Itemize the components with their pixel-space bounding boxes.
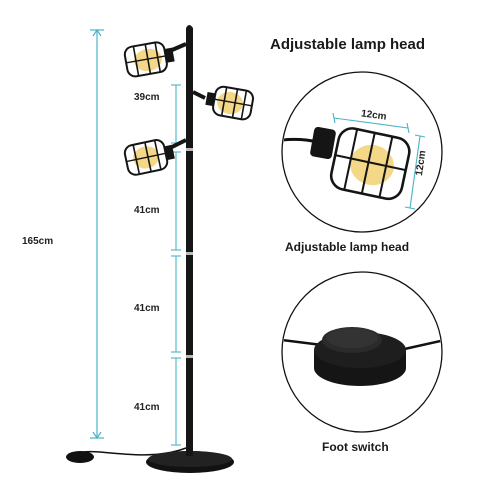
lamp-head-right (205, 85, 255, 121)
foot-switch-detail (281, 271, 443, 433)
foot-switch-small (66, 451, 94, 463)
lamp-head-caption: Adjustable lamp head (285, 240, 410, 254)
total-height-dimension-line (90, 28, 104, 440)
lamp-pole (186, 28, 193, 456)
lamp-head-lower (123, 139, 175, 176)
segment-1-label: 41cm (134, 205, 160, 216)
headline: Adjustable lamp head (270, 36, 426, 53)
lamp-head-top (123, 41, 175, 78)
segment-2-label: 41cm (134, 303, 160, 314)
total-height-label: 165cm (22, 236, 54, 247)
lamp-head-detail (281, 71, 443, 233)
segment-dimension-lines (171, 84, 181, 446)
upper-gap-label: 39cm (134, 92, 160, 103)
segment-3-label: 41cm (134, 402, 160, 413)
foot-switch-caption: Foot switch (322, 440, 389, 454)
